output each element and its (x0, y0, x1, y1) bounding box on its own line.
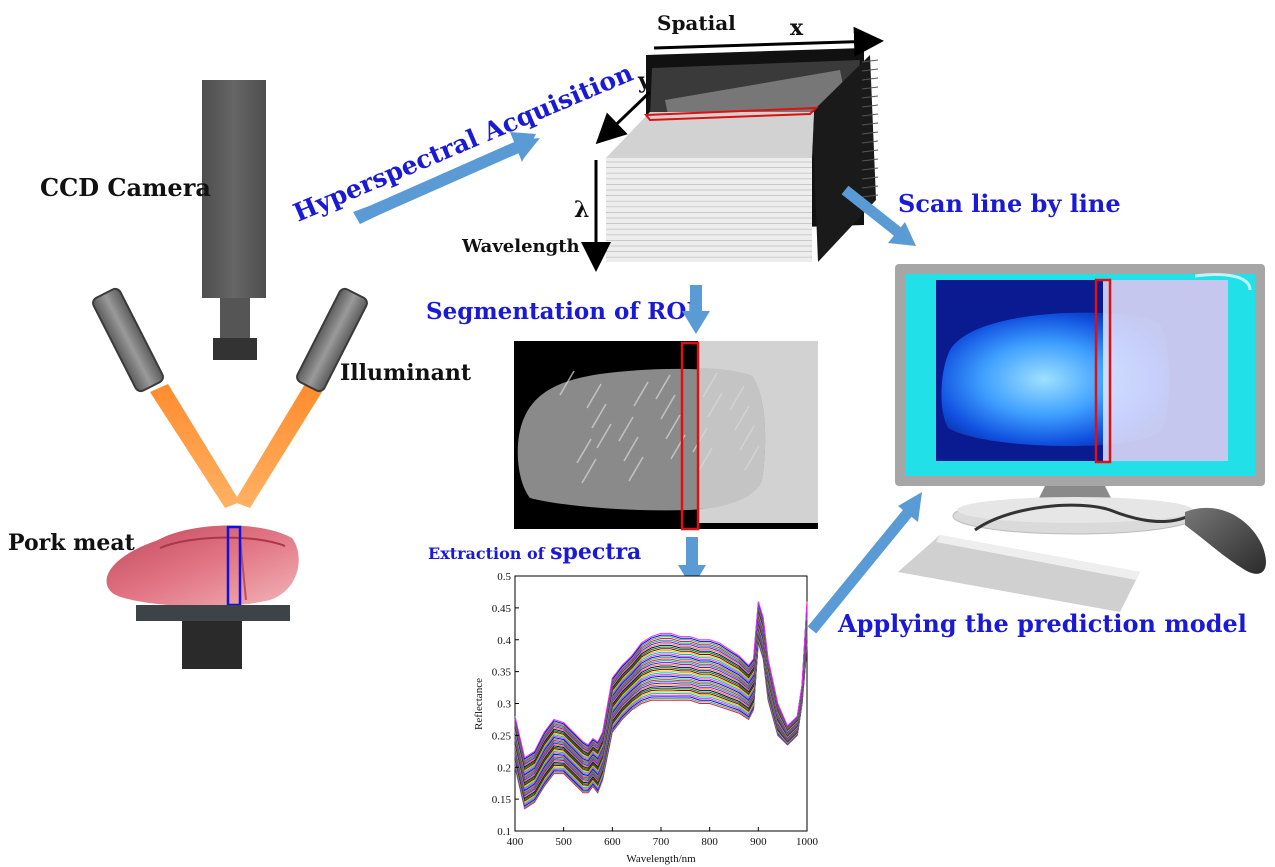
x-tick-label: 600 (604, 836, 621, 848)
cube-side-layer-line (861, 95, 879, 99)
extraction-label: Extraction of spectra (428, 539, 641, 565)
x-axis-label: x (790, 15, 804, 41)
x-tick-label: 700 (653, 836, 670, 848)
segmentation-texture (559, 370, 760, 484)
texture-streak (660, 394, 676, 420)
x-tick-label: 1000 (796, 836, 819, 848)
apply-model-arrow (807, 492, 922, 634)
cube-side-layer-line (861, 77, 879, 81)
x-tick-label: 800 (701, 836, 718, 848)
chart-plot-area (514, 575, 808, 832)
left-illuminant-lamp (92, 287, 240, 508)
cube-side-layer-line (861, 59, 879, 63)
texture-streak (734, 405, 750, 431)
segmentation-label: Segmentation of ROI (426, 298, 697, 325)
right-illuminant-lamp (234, 287, 368, 508)
texture-streak (702, 372, 718, 398)
extraction-label-prefix: Extraction of (428, 544, 550, 563)
spectra-chart: 400 500 600 700 800 900 1000 0.1 0.15 0.2 0.25 0.3 0… (473, 571, 819, 865)
wavelength-label: Wavelength (461, 236, 580, 257)
texture-streak (692, 427, 708, 453)
acquisition-arrow (353, 132, 540, 224)
mouse (974, 503, 1266, 574)
cube-side-layer-line (861, 158, 879, 162)
cube-side-layer-line (861, 176, 879, 180)
texture-streak (576, 438, 592, 464)
hypercube-front-face (606, 112, 814, 262)
pork-meat-sample (106, 525, 299, 607)
y-tick-label: 0.3 (497, 699, 511, 711)
segmentation-arrow (682, 285, 710, 334)
y-tick-label: 0.15 (492, 794, 512, 806)
y-tick-label: 0.45 (492, 603, 512, 615)
texture-streak (744, 445, 760, 471)
monitor-scan-line (1094, 278, 1112, 464)
sample-stage (136, 605, 290, 669)
cube-side-layer-line (861, 185, 879, 189)
texture-streak (596, 423, 612, 449)
chart-y-label: Reflectance (473, 678, 485, 730)
applying-model-label: Applying the prediction model (837, 609, 1247, 638)
texture-streak (559, 370, 575, 396)
y-axis-arrow (595, 90, 652, 145)
texture-streak (655, 374, 671, 400)
cube-side-layer-line (861, 122, 879, 126)
cube-side-layer-line (861, 104, 879, 108)
segmentation-image (514, 341, 818, 531)
y-tick-label: 0.4 (497, 635, 511, 647)
y-tick-label: 0.2 (497, 762, 511, 774)
x-axis-arrow (653, 26, 884, 57)
texture-streak (739, 425, 755, 451)
x-tick-label: 400 (507, 836, 524, 848)
y-tick-label: 0.25 (492, 730, 512, 742)
cube-side-layer-line (861, 68, 879, 72)
texture-streak (628, 456, 644, 482)
scan-line-label: Scan line by line (898, 189, 1121, 218)
y-axis-label: y (637, 68, 652, 94)
spatial-label: Spatial (657, 11, 736, 35)
texture-streak (581, 458, 597, 484)
cube-side-layer-line (861, 167, 879, 171)
spectrum-line (514, 601, 808, 759)
illuminant-label: Illuminant (340, 360, 472, 386)
cube-side-layer-line (861, 113, 879, 117)
cube-side-layer-line (861, 131, 879, 135)
texture-streak (591, 403, 607, 429)
hypercube (581, 26, 884, 272)
chart-ticks: 400 500 600 700 800 900 1000 0.1 0.15 0.2 0.25 0.3 0… (492, 571, 819, 848)
texture-streak (697, 447, 713, 473)
ccd-camera-label: CCD Camera (40, 173, 211, 202)
texture-streak (729, 385, 745, 411)
cube-side-layer-line (861, 194, 879, 198)
texture-streak (618, 416, 634, 442)
cube-side-layer-line (861, 140, 879, 144)
y-tick-label: 0.5 (497, 571, 511, 583)
y-tick-label: 0.35 (492, 667, 512, 679)
x-tick-label: 900 (750, 836, 767, 848)
texture-streak (586, 383, 602, 409)
lambda-label: λ (574, 197, 589, 223)
ccd-camera (202, 80, 266, 360)
cube-side-layer-line (861, 86, 879, 90)
pork-meat-label: Pork meat (8, 530, 136, 556)
scan-arrow (841, 185, 916, 246)
roi-red-box (680, 341, 700, 531)
texture-streak (633, 381, 649, 407)
y-tick-label: 0.1 (497, 826, 511, 838)
texture-streak (623, 436, 639, 462)
chart-series-group (514, 601, 808, 810)
keyboard (898, 535, 1140, 612)
computer-monitor (895, 264, 1265, 535)
chart-x-label: Wavelength/nm (626, 853, 696, 865)
x-tick-label: 500 (555, 836, 572, 848)
cube-side-layer-line (861, 149, 879, 153)
hypercube-scan-line (643, 106, 819, 122)
texture-streak (665, 414, 681, 440)
texture-streak (707, 392, 723, 418)
hypercube-side-layers (812, 55, 876, 262)
hypercube-layer-lines (606, 59, 879, 258)
extraction-label-suffix: spectra (550, 539, 641, 565)
